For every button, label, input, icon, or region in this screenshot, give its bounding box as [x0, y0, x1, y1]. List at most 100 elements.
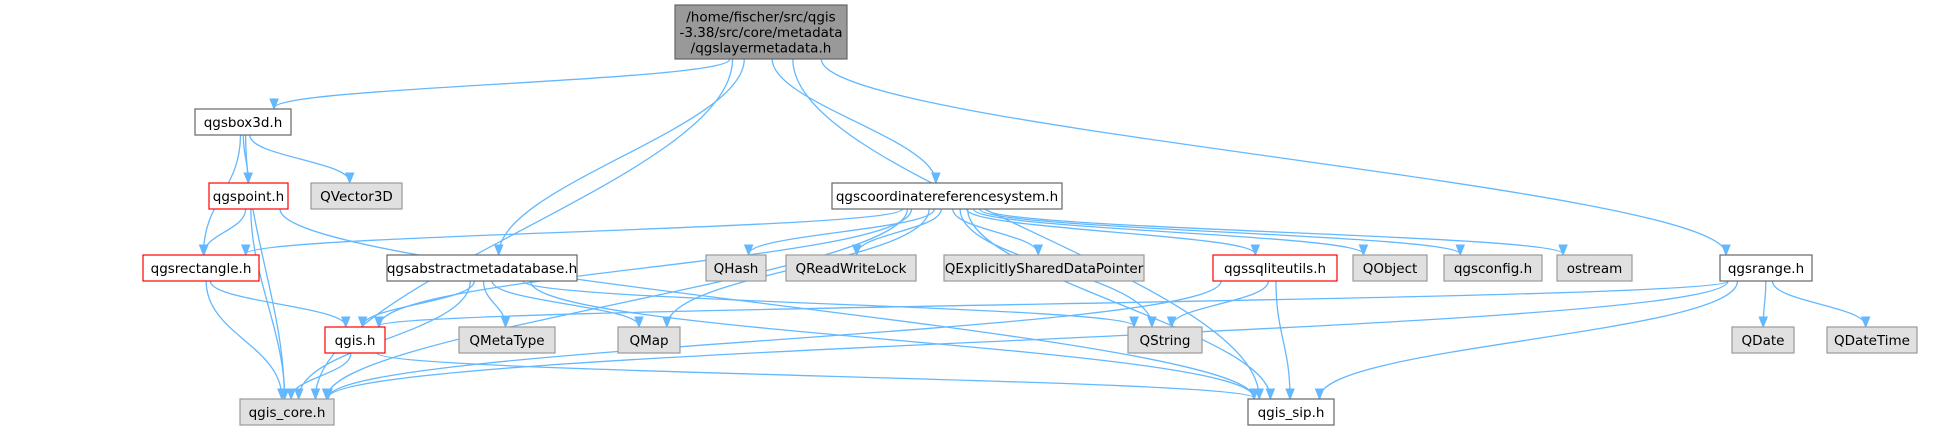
edge-root-to-qgsrange [820, 58, 1726, 254]
edge-qgsabstractmetadatabase-to-qmetatype [482, 280, 506, 326]
node-box-qgsbox3d [194, 108, 292, 136]
node-ostream[interactable]: ostream [1556, 254, 1633, 282]
node-qgsbox3d[interactable]: qgsbox3d.h [194, 108, 292, 136]
node-qobject[interactable]: QObject [1352, 254, 1428, 282]
node-qgscrs[interactable]: qgscoordinatereferencesystem.h [831, 182, 1063, 210]
node-qgspoint[interactable]: qgspoint.h [208, 182, 289, 210]
edge-qgscrs-to-qgssqliteutils [966, 208, 1256, 254]
node-label-qobject: QObject [1363, 261, 1418, 277]
node-box-qmetatype [458, 326, 556, 354]
edge-qgscrs-to-qexplicitly [952, 208, 1038, 254]
node-box-qgsconfig [1443, 254, 1543, 282]
node-label-qgis_core: qgis_core.h [249, 405, 326, 421]
node-box-qdatetime [1826, 326, 1918, 354]
edge-qgscrs-to-qgis_sip [966, 208, 1271, 398]
node-qgsrange[interactable]: qgsrange.h [1719, 254, 1813, 282]
edge-qgscrs-to-qgsconfig [979, 208, 1460, 254]
edge-qgscrs-to-qreadwritelock [857, 208, 942, 254]
node-box-qgssqliteutils [1212, 254, 1338, 282]
edge-qgis-to-qgis_core [291, 352, 352, 398]
edge-qgscrs-to-qhash [749, 208, 935, 254]
node-box-qdate [1731, 326, 1795, 354]
node-box-qgis [324, 326, 386, 354]
node-box-qgis_core [239, 398, 335, 426]
edge-root-to-qgsabstractmetadatabase [499, 58, 745, 254]
edge-qgsabstractmetadatabase-to-qstring [522, 280, 1134, 326]
node-box-qgscrs [831, 182, 1063, 210]
node-label-qgis: qgis.h [335, 333, 376, 349]
edge-root-to-qgsbox3d [274, 58, 731, 108]
node-label-root: -3.38/src/core/metadata [680, 25, 843, 41]
node-qgssqliteutils[interactable]: qgssqliteutils.h [1212, 254, 1338, 282]
node-box-qgsrectangle [142, 254, 260, 282]
node-qdate[interactable]: QDate [1731, 326, 1795, 354]
node-label-qhash: QHash [714, 261, 759, 277]
edge-root-to-qgscrs [771, 58, 936, 182]
node-label-ostream: ostream [1567, 261, 1623, 277]
node-label-qgsbox3d: qgsbox3d.h [204, 115, 283, 131]
node-qdatetime[interactable]: QDateTime [1826, 326, 1918, 354]
edge-qgscrs-to-qgsrectangle [246, 208, 903, 254]
node-box-qvector3d [310, 182, 403, 210]
edge-qgspoint-to-qgis_sip [279, 208, 1254, 398]
node-box-qhash [705, 254, 767, 282]
node-box-ostream [1556, 254, 1633, 282]
edge-qgsrectangle-to-qgis_core [205, 280, 282, 398]
node-label-qgsconfig: qgsconfig.h [1454, 261, 1532, 277]
node-box-qobject [1352, 254, 1428, 282]
node-qgis_core[interactable]: qgis_core.h [239, 398, 335, 426]
edge-qgsbox3d-to-qgis_core [244, 134, 285, 398]
node-qgsrectangle[interactable]: qgsrectangle.h [142, 254, 260, 282]
edge-qgsbox3d-to-qvector3d [249, 134, 350, 182]
node-box-qgsrange [1719, 254, 1813, 282]
node-qvector3d[interactable]: QVector3D [310, 182, 403, 210]
edge-qgsrange-to-qgis_sip [1320, 280, 1739, 398]
edge-qgspoint-to-qgis_core [250, 208, 285, 398]
node-qmetatype[interactable]: QMetaType [458, 326, 556, 354]
node-label-qexplicitly: QExplicitlySharedDataPointer [945, 261, 1144, 277]
edge-qgsrange-to-qgis [379, 280, 1729, 326]
edge-qgscrs-to-qobject [972, 208, 1364, 254]
node-label-root: /home/fischer/src/qgis [686, 10, 835, 26]
edge-qgscrs-to-qgis_core [327, 208, 909, 398]
node-root[interactable]: /home/fischer/src/qgis-3.38/src/core/met… [674, 4, 848, 60]
edge-qgssqliteutils-to-qgis_sip [1275, 280, 1290, 398]
edge-layer [204, 58, 1866, 398]
node-label-qgssqliteutils: qgssqliteutils.h [1224, 261, 1326, 277]
edge-qgsrange-to-qdatetime [1771, 280, 1865, 326]
node-label-qgsrectangle: qgsrectangle.h [151, 261, 252, 277]
node-qgsconfig[interactable]: qgsconfig.h [1443, 254, 1543, 282]
node-box-qstring [1127, 326, 1203, 354]
node-qexplicitly[interactable]: QExplicitlySharedDataPointer [943, 254, 1145, 282]
node-label-qreadwritelock: QReadWriteLock [796, 261, 907, 277]
node-label-qgsabstractmetadatabase: qgsabstractmetadatabase.h [387, 261, 577, 277]
node-label-qvector3d: QVector3D [320, 189, 393, 205]
node-box-root [674, 4, 848, 60]
node-qmap[interactable]: QMap [617, 326, 681, 354]
edge-qgsrange-to-qgis_core [328, 280, 1729, 398]
edge-qgssqliteutils-to-qstring [1172, 280, 1270, 326]
edge-qgscrs-to-ostream [985, 208, 1563, 254]
edge-qgsabstractmetadatabase-to-qgis_sip [529, 280, 1254, 398]
edge-qgsrange-to-qdate [1763, 280, 1766, 326]
node-label-qdatetime: QDateTime [1834, 333, 1910, 349]
node-label-qgspoint: qgspoint.h [213, 189, 284, 205]
node-qhash[interactable]: QHash [705, 254, 767, 282]
node-box-qmap [617, 326, 681, 354]
node-label-qgscrs: qgscoordinatereferencesystem.h [836, 189, 1058, 205]
node-qstring[interactable]: QString [1127, 326, 1203, 354]
node-qreadwritelock[interactable]: QReadWriteLock [785, 254, 917, 282]
node-qgis[interactable]: qgis.h [324, 326, 386, 354]
node-box-qexplicitly [943, 254, 1145, 282]
node-label-qmap: QMap [629, 333, 668, 349]
node-qgis_sip[interactable]: qgis_sip.h [1247, 398, 1335, 426]
node-box-qgis_sip [1247, 398, 1335, 426]
edge-qgsabstractmetadatabase-to-qmap [491, 280, 639, 326]
node-label-root: /qgslayermetadata.h [691, 41, 832, 57]
edge-root-to-qgis_sip [792, 58, 1259, 398]
edge-qgis-to-qgis_sip [376, 352, 1254, 398]
node-qgsabstractmetadatabase[interactable]: qgsabstractmetadatabase.h [386, 254, 578, 282]
node-label-qmetatype: QMetaType [469, 333, 544, 349]
node-box-qgspoint [208, 182, 289, 210]
